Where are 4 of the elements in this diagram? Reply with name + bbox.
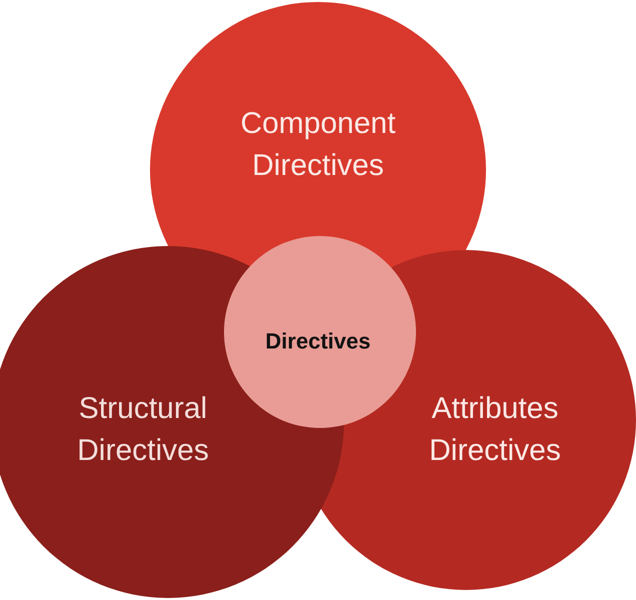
circle-label: Attributes Directives	[428, 391, 562, 469]
circle-label: Directives	[264, 328, 372, 356]
circle-label: Component Directives	[239, 106, 397, 184]
circle-label: Structural Directives	[76, 391, 210, 469]
